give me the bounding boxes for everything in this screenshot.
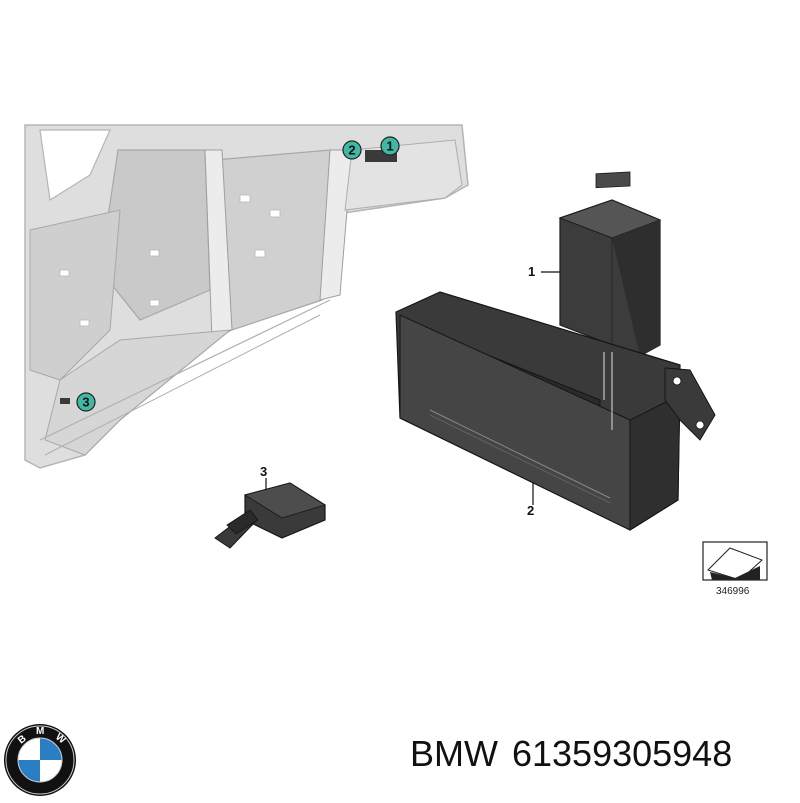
brand-name: BMW [410,733,498,774]
part-caption: BMW 61359305948 [410,733,795,783]
part-3-sensor [214,482,326,549]
reference-box: 346996 [702,541,768,597]
callout-3: 3 [76,392,96,412]
svg-text:M: M [36,726,44,737]
callout-1: 1 [380,136,400,156]
callout-2: 2 [342,140,362,160]
reference-number: 346996 [716,586,750,597]
bmw-logo: B M W [0,722,82,798]
part-2-holder-bracket [395,291,716,531]
part-2-label: 2 [527,503,534,518]
svg-text:2: 2 [348,143,355,158]
car-body-illustration [24,124,469,469]
svg-text:1: 1 [386,139,393,154]
part-number: 61359305948 [511,733,733,774]
part-3-label: 3 [260,464,267,479]
part-1-label: 1 [528,264,535,279]
svg-text:3: 3 [82,395,89,410]
part-1-control-module [558,171,662,357]
